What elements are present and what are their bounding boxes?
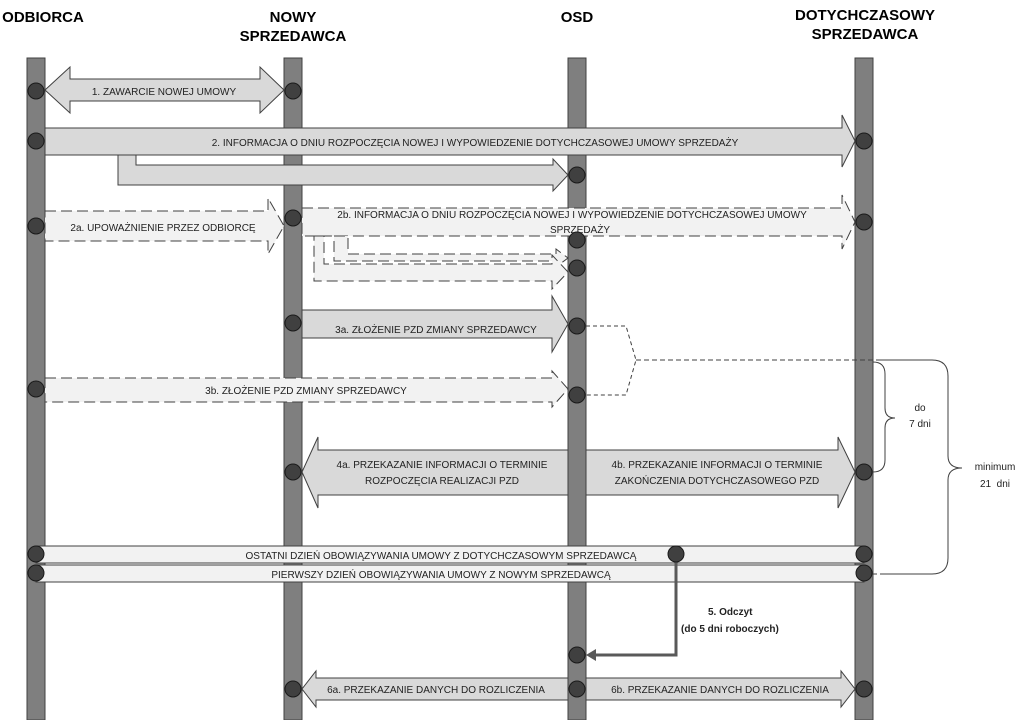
arrow-step-5 xyxy=(594,556,678,657)
label-step-5-line1: 5. Odczyt xyxy=(708,607,753,618)
node xyxy=(568,166,586,184)
node xyxy=(27,82,45,100)
node xyxy=(568,680,586,698)
bracket-3a-3b xyxy=(586,325,637,396)
node xyxy=(855,564,873,582)
node xyxy=(855,680,873,698)
label-do: do xyxy=(914,403,926,414)
label-last-day: OSTATNI DZIEŃ OBOWIĄZYWANIA UMOWY Z DOTY… xyxy=(246,549,637,562)
header-nowy-line2: SPRZEDAWCA xyxy=(239,28,347,45)
brace-minimum-21-dni xyxy=(880,359,963,575)
label-step-4a-line2: ROZPOCZĘCIA REALIZACJI PZD xyxy=(365,476,519,487)
label-step-6b: 6b. PRZEKAZANIE DANYCH DO ROZLICZENIA xyxy=(611,685,829,696)
brace-do-7-dni xyxy=(872,361,896,473)
lifeline-dotychczasowy-sprzedawca xyxy=(854,57,874,721)
label-step-2b-line2: SPRZEDAŻY xyxy=(550,223,610,236)
node xyxy=(568,386,586,404)
node xyxy=(855,132,873,150)
node xyxy=(27,380,45,398)
header-dotychczasowy-sprzedawca: DOTYCHCZASOWY SPRZEDAWCA xyxy=(790,6,940,44)
label-step-5-line2: (do 5 dni roboczych) xyxy=(681,624,779,635)
label-step-6a: 6a. PRZEKAZANIE DANYCH DO ROZLICZENIA xyxy=(327,685,545,696)
label-7-dni: 7 dni xyxy=(909,419,931,430)
label-step-2a: 2a. UPOWAŻNIENIE PRZEZ ODBIORCĘ xyxy=(70,221,256,234)
arrow-step-4a xyxy=(301,436,569,509)
node xyxy=(855,463,873,481)
nodes xyxy=(27,82,873,698)
label-step-2b-line1: 2b. INFORMACJA O DNIU ROZPOCZĘCIA NOWEJ … xyxy=(337,210,807,221)
arrow-step-6b xyxy=(585,669,856,709)
node xyxy=(855,545,873,563)
node xyxy=(568,231,586,249)
node xyxy=(27,545,45,563)
header-osd: OSD xyxy=(547,8,607,27)
arrow-step-2-to-osd xyxy=(117,154,569,193)
node xyxy=(284,314,302,332)
arrow-step-2a xyxy=(44,196,285,256)
arrow-step-2b-to-osd-inner xyxy=(333,235,569,268)
header-odbiorca: ODBIORCA xyxy=(0,8,88,27)
node xyxy=(667,545,685,563)
node xyxy=(284,680,302,698)
label-step-4b-line2: ZAKOŃCZENIA DOTYCHCZASOWEGO PZD xyxy=(615,474,819,487)
label-step-2: 2. INFORMACJA O DNIU ROZPOCZĘCIA NOWEJ I… xyxy=(212,136,739,149)
arrow-step-3a xyxy=(301,294,569,354)
node xyxy=(27,564,45,582)
header-nowy-line1: NOWY xyxy=(269,9,317,26)
arrow-step-1 xyxy=(44,65,285,115)
arrow-step-6a xyxy=(301,669,569,709)
arrow-step-2b-to-osd-outer xyxy=(313,235,569,291)
node xyxy=(568,646,586,664)
label-step-1: 1. ZAWARCIE NOWEJ UMOWY xyxy=(92,87,237,98)
node xyxy=(855,213,873,231)
label-21-dni: 21 dni xyxy=(980,479,1010,490)
node xyxy=(27,132,45,150)
label-minimum: minimum xyxy=(975,462,1016,473)
label-step-4a-line1: 4a. PRZEKAZANIE INFORMACJI O TERMINIE xyxy=(337,460,548,471)
node xyxy=(568,317,586,335)
arrow-step-3b xyxy=(44,369,569,409)
header-nowy-sprzedawca: NOWY SPRZEDAWCA xyxy=(233,8,353,46)
header-dotych-line1: DOTYCHCZASOWY xyxy=(795,7,935,24)
node xyxy=(27,217,45,235)
header-odbiorca-text: ODBIORCA xyxy=(2,9,84,26)
node xyxy=(284,209,302,227)
header-dotych-line2: SPRZEDAWCA xyxy=(811,26,919,43)
arrow-step-2 xyxy=(44,114,856,168)
arrow-step-5-head xyxy=(586,649,596,661)
label-step-3a: 3a. ZŁOŻENIE PZD ZMIANY SPRZEDAWCY xyxy=(335,323,537,336)
label-step-3b: 3b. ZŁOŻENIE PZD ZMIANY SPRZEDAWCY xyxy=(205,384,407,397)
header-osd-text: OSD xyxy=(560,9,594,26)
label-step-4b-line1: 4b. PRZEKAZANIE INFORMACJI O TERMINIE xyxy=(612,460,823,471)
node xyxy=(568,259,586,277)
node xyxy=(284,82,302,100)
arrow-step-2b xyxy=(301,194,856,250)
arrow-step-4b xyxy=(585,436,856,509)
node xyxy=(284,463,302,481)
label-first-day: PIERWSZY DZIEŃ OBOWIĄZYWANIA UMOWY Z NOW… xyxy=(271,568,611,581)
